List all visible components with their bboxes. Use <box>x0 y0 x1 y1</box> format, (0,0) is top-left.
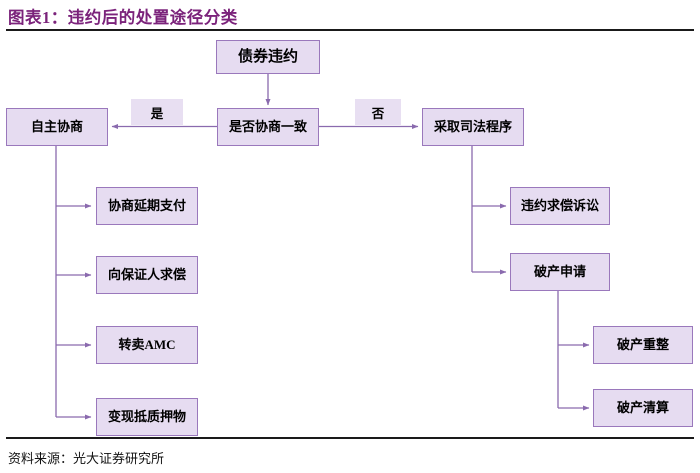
node-branch-no[interactable]: 采取司法程序 <box>422 108 524 146</box>
edge-label-yes: 是 <box>131 99 183 125</box>
source-divider <box>6 437 694 439</box>
node-branch-yes[interactable]: 自主协商 <box>6 108 108 146</box>
node-bankruptcy-child-0[interactable]: 破产重整 <box>593 326 693 364</box>
edge-label-no: 否 <box>355 99 401 125</box>
node-yes-child-2[interactable]: 转卖AMC <box>96 326 198 364</box>
node-no-child-0[interactable]: 违约求偿诉讼 <box>510 187 610 225</box>
node-yes-child-3[interactable]: 变现抵质押物 <box>96 398 198 436</box>
title-divider-top <box>6 29 694 31</box>
node-decision[interactable]: 是否协商一致 <box>217 108 319 146</box>
node-no-child-1[interactable]: 破产申请 <box>510 253 610 291</box>
node-bankruptcy-child-1[interactable]: 破产清算 <box>593 389 693 427</box>
node-root[interactable]: 债券违约 <box>216 40 320 74</box>
node-yes-child-1[interactable]: 向保证人求偿 <box>96 256 198 294</box>
node-yes-child-0[interactable]: 协商延期支付 <box>96 187 198 225</box>
source-note: 资料来源：光大证券研究所 <box>8 451 165 466</box>
page-title: 图表1：违约后的处置途径分类 <box>8 8 238 27</box>
